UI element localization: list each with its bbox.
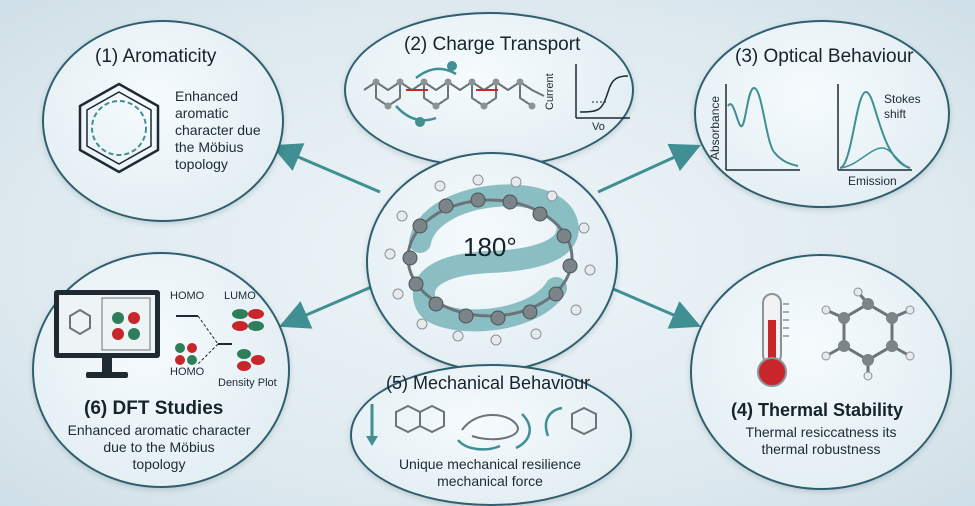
mechanical-title: (5) Mechanical Behaviour [386,373,591,393]
mechanical-deformation-icon [366,404,597,451]
absorbance-plot [725,84,800,171]
mobius-ring-molecule [384,174,596,346]
absorbance-label: Absorbance [708,95,722,160]
homo-bottom-label: HOMO [170,366,205,378]
thermal-bubble [690,254,952,490]
charge-transport-title: (2) Charge Transport [404,34,581,55]
stokes-shift-label: Stokes shift [884,92,921,121]
arrow-to-aromaticity [270,143,381,194]
dft-title: (6) DFT Studies [84,398,224,419]
orbital-diagram [175,309,265,371]
iv-xlabel: Vo [592,121,605,133]
benzene-ring-icon [78,82,160,174]
molecule-structure-icon [821,287,915,381]
molecular-chain-icon [363,61,545,127]
rotation-angle-label: 180° [463,232,517,262]
arrow-to-optical [597,143,701,194]
aromaticity-bubble [42,20,284,222]
lumo-label: LUMO [224,290,256,302]
arrow-to-thermal [603,283,702,329]
mechanical-bubble [350,364,632,506]
computer-monitor-icon [54,290,160,378]
dft-description: Enhanced aromatic character due to the M… [67,422,251,472]
iv-ylabel: Current [544,73,556,110]
mechanical-description: Unique mechanical resilience mechanical … [398,456,582,489]
emission-label: Emission [848,174,897,188]
thermal-title: (4) Thermal Stability [731,400,904,420]
emission-plot [837,84,912,171]
thermal-description: Thermal resiccatness its thermal robustn… [745,424,897,457]
density-plot-label: Density Plot [218,377,277,389]
homo-top-label: HOMO [170,290,205,302]
aromaticity-description: Enhanced aromatic character due the Möbi… [175,88,261,172]
thermometer-icon [757,293,789,387]
optical-title: (3) Optical Behaviour [735,46,914,67]
iv-curve-plot [575,64,630,119]
arrow-to-dft [278,283,377,329]
aromaticity-title: (1) Aromaticity [95,46,217,67]
